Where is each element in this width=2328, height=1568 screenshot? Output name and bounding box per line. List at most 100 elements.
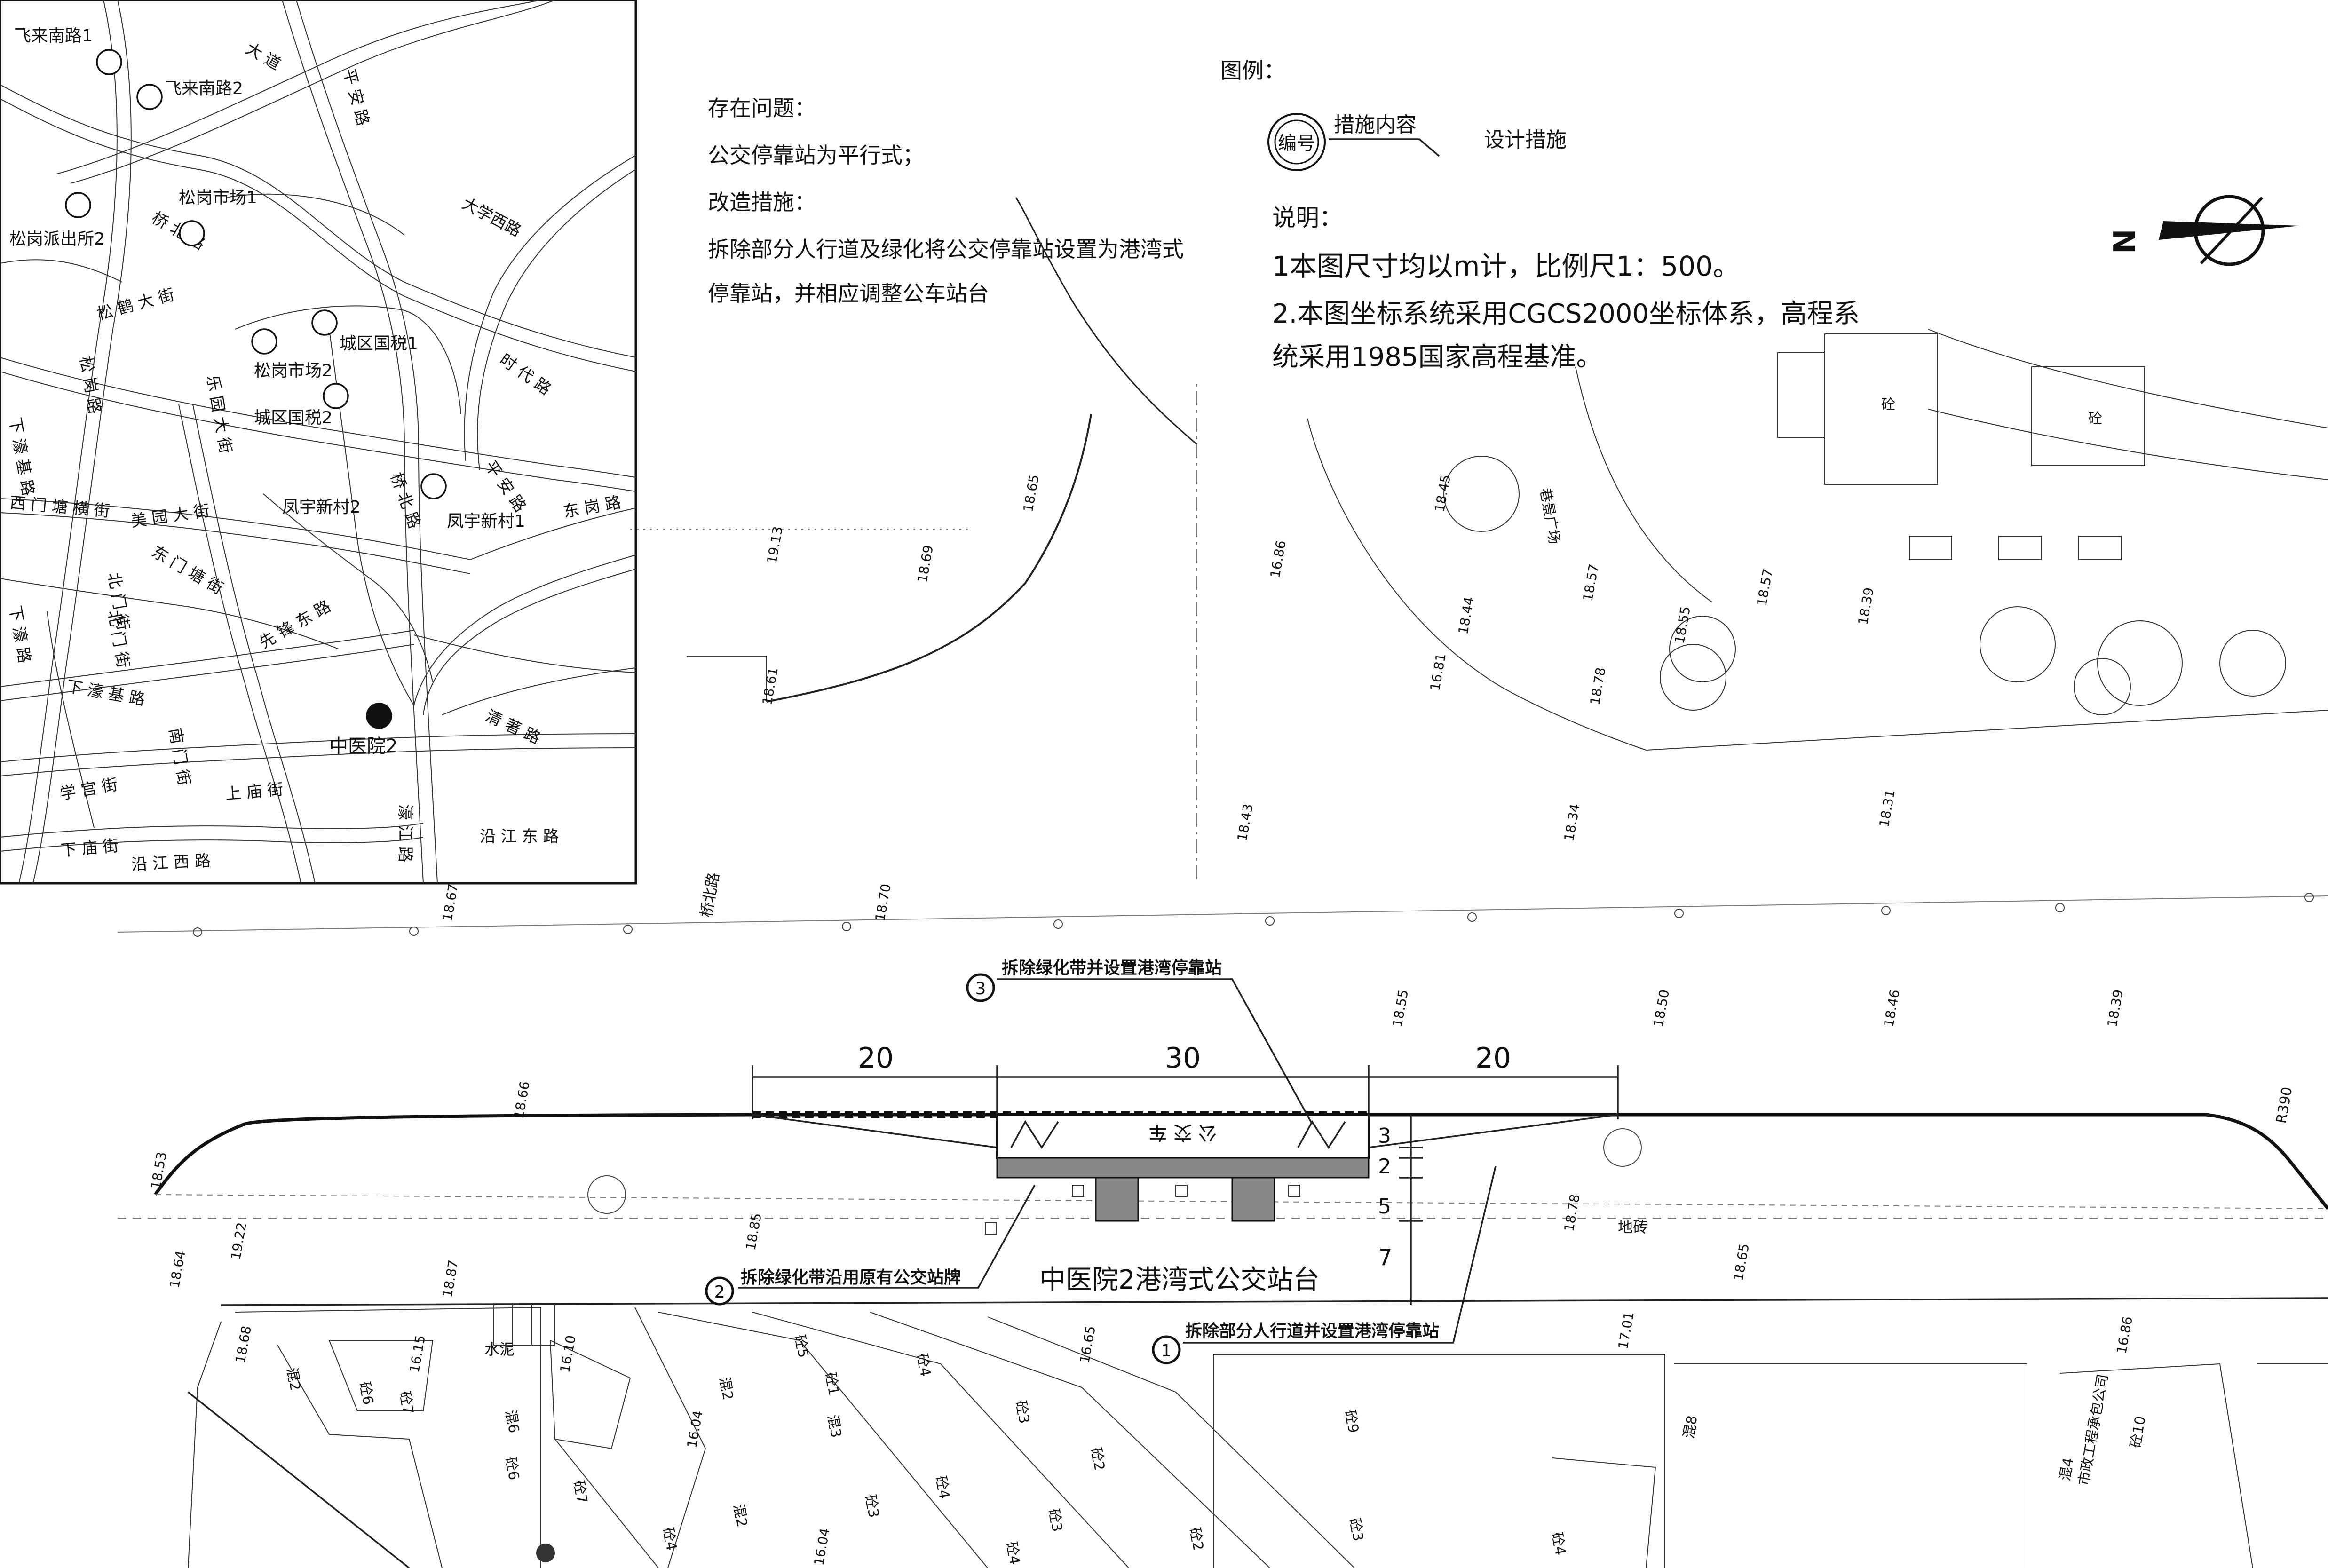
elevation: 16.65	[1077, 1325, 1098, 1365]
park-curve-1	[1307, 418, 1647, 751]
stop-marker	[311, 309, 338, 336]
callout-2-marker	[705, 1276, 734, 1306]
park-building-1-label: 砼	[1881, 396, 1895, 413]
map-road-label: 下 濠 路	[5, 604, 34, 665]
tree	[1980, 606, 2056, 682]
parcel-label: 砼5	[791, 1333, 811, 1359]
park-kiosk-2	[1998, 536, 2042, 560]
notes: 说明： 1本图尺寸均以m计，比例尺1：500。 2.本图坐标系统采用CGCS20…	[1272, 204, 1860, 372]
notes-line-1: 1本图尺寸均以m计，比例尺1：500。	[1272, 250, 1740, 282]
survey-dots	[193, 893, 2314, 1214]
dim-3: 3	[1378, 1124, 1391, 1148]
elevation: 18.78	[1561, 1193, 1583, 1233]
callout-3-text: 拆除绿化带并设置港湾停靠站	[1002, 958, 1222, 978]
map-road-label: 平 安 路	[339, 67, 372, 128]
dim-5: 5	[1378, 1195, 1391, 1219]
stop-label: 凤宇新村2	[282, 498, 361, 517]
parcel-label: 砼4	[1548, 1531, 1568, 1556]
parcel-label: 混4	[2057, 1457, 2077, 1482]
callout-1-text: 拆除部分人行道并设置港湾停靠站	[1185, 1321, 1439, 1341]
bollard	[1175, 1185, 1188, 1197]
map-road-label: 下 濠 基 路	[65, 677, 146, 709]
map-frame	[0, 0, 637, 885]
park-building-2-label: 砼	[2088, 411, 2102, 427]
elevation: 18.34	[1561, 803, 1583, 843]
callouts: 3 拆除绿化带并设置港湾停靠站 2 拆除绿化带沿用原有公交站牌 1 拆除部分人行…	[705, 958, 1497, 1364]
parcel-label: 砼9	[1341, 1409, 1362, 1434]
elevation: 16.10	[557, 1334, 578, 1374]
elevation: 18.67	[439, 883, 461, 923]
parcel-label: 砼6	[502, 1456, 522, 1481]
map-road-label: 濠 江 路	[396, 804, 414, 863]
dim-right: 20	[1475, 1042, 1511, 1075]
tree	[1443, 456, 1520, 532]
upper-survey: 砼 砼 巷景广场	[630, 197, 2328, 879]
map-road-label: 东 岗 路	[562, 493, 623, 522]
parcel-label: 砼3	[1346, 1517, 1366, 1542]
curb-line	[154, 1113, 2328, 1210]
dim-left: 20	[858, 1042, 894, 1075]
measure-line-1: 拆除部分人行道及绿化将公交停靠站设置为港湾式	[708, 237, 1184, 262]
legend-symbol-inner	[1274, 119, 1319, 165]
stop-label: 飞来南路1	[14, 26, 93, 46]
shelter-zigzag-right	[1297, 1120, 1346, 1149]
parcel-label: 砼10	[2127, 1415, 2149, 1449]
stop-marker-target	[366, 703, 392, 729]
elevation: 16.86	[2114, 1315, 2135, 1355]
stop-label: 松岗市场2	[254, 361, 333, 380]
notes-line-2: 2.本图坐标系统采用CGCS2000坐标体系，高程系	[1272, 299, 1860, 329]
measures-heading: 改造措施：	[708, 190, 816, 215]
dim-ticks	[752, 1065, 1619, 1119]
parcel-label: 砼6	[356, 1380, 376, 1406]
elevation: 19.22	[228, 1221, 249, 1261]
elevation: 17.01	[1615, 1311, 1637, 1351]
elevation: 18.50	[1650, 989, 1672, 1029]
tree	[1660, 644, 1726, 711]
parcel-label: 砼4	[1003, 1540, 1023, 1566]
main-road: 桥北路 R390 水泥 地砖	[117, 871, 2328, 1358]
planter-box	[687, 656, 767, 702]
callout-2-leader	[738, 1185, 1036, 1289]
measure-line-2: 停靠站，并相应调整公车站台	[708, 281, 989, 306]
stop-marker	[136, 84, 163, 110]
problem-heading: 存在问题：	[708, 95, 816, 121]
north-slash	[2200, 196, 2264, 265]
park-stairs	[1777, 352, 1825, 438]
legend-content-label: 措施内容	[1334, 113, 1417, 137]
elevation: 18.39	[2104, 989, 2126, 1029]
elevation: 18.44	[1455, 596, 1477, 636]
parcel-label: 砼3	[1012, 1399, 1032, 1425]
map-road-label: 时 代 路	[496, 350, 554, 399]
map-road-label: 下 濠 基 路	[5, 416, 38, 498]
stop-marker	[96, 49, 122, 75]
park-curve-3	[1928, 409, 2328, 480]
park-building-2	[2031, 366, 2145, 466]
tree	[2074, 658, 2131, 715]
elevation: 18.57	[1580, 563, 1601, 603]
map-road-label: 平 安 路	[481, 457, 530, 515]
upper-boundary	[1015, 197, 1197, 445]
elevation: 18.57	[1754, 568, 1775, 608]
stop-label: 凤宇新村1	[447, 512, 525, 531]
notes-title: 说明：	[1272, 204, 1343, 231]
elevation: 18.87	[439, 1259, 461, 1299]
stop-marker	[420, 473, 447, 499]
stop-label-target: 中医院2	[329, 736, 397, 757]
bus-lane-text: 公 交 车	[1148, 1122, 1217, 1143]
bus-bay: 公 交 车 20 30 20 3 2 5 7 中医院2港湾式公交站台	[752, 1042, 1619, 1305]
elevation-labels: 18.53 18.64 19.22 18.66 18.87 18.85 18.6…	[148, 474, 2135, 1567]
map-road-label: 上 庙 街	[224, 780, 284, 804]
elevation: 18.31	[1876, 789, 1898, 829]
stop-marker	[65, 192, 91, 218]
parcel-label: 砼7	[570, 1479, 590, 1505]
stop-label: 城区国税2	[254, 408, 333, 428]
bus-shelter	[996, 1114, 1370, 1159]
road-label-shuini: 水泥	[484, 1340, 515, 1358]
road-top-line	[117, 895, 2328, 933]
map-road-label: 下 庙 街	[60, 836, 119, 860]
problem-block: 存在问题： 公交停靠站为平行式； 改造措施： 拆除部分人行道及绿化将公交停靠站设…	[708, 95, 1184, 306]
building-line	[221, 1297, 2328, 1306]
bollard	[1072, 1185, 1084, 1197]
elevation: 18.43	[1234, 803, 1256, 843]
tree	[2097, 620, 2183, 706]
